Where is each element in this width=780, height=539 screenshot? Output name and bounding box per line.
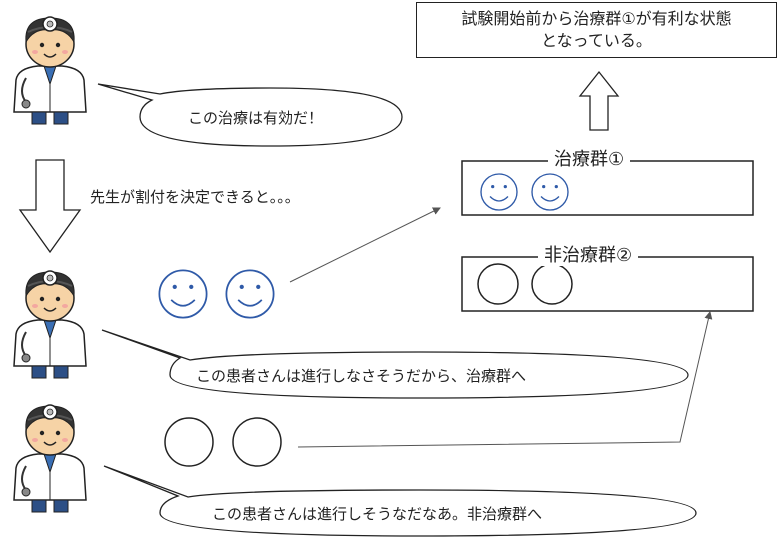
plain-circle-icon	[477, 263, 519, 305]
up-arrow-icon	[578, 70, 620, 131]
plain-circle-icon	[164, 417, 214, 467]
smiley-face-icon	[158, 269, 208, 319]
speech-text-top: この治療は有効だ！	[188, 109, 324, 127]
smiley-face-icon	[225, 269, 275, 319]
smiley-face-icon	[480, 173, 518, 211]
speech-text-bottom: この患者さんは進行しそうなだなあ。非治療群へ	[212, 505, 543, 523]
doctor-top-icon	[13, 16, 87, 125]
speech-bubble-bottom	[103, 465, 697, 537]
doctor-middle-icon	[13, 270, 87, 379]
plain-circle-icon	[232, 417, 282, 467]
control-group-box	[461, 256, 754, 312]
result-line-2: となっている。	[541, 31, 652, 50]
result-box: 試験開始前から治療群①が有利な状態 となっている。	[416, 2, 777, 58]
down-arrow-icon	[18, 159, 82, 254]
plain-circle-icon	[531, 263, 573, 305]
arrow-caption: 先生が割付を決定できると。。。	[90, 188, 300, 206]
result-line-1: 試験開始前から治療群①が有利な状態	[461, 9, 732, 28]
control-group-title: 非治療群②	[538, 246, 639, 266]
speech-bubble-middle	[101, 329, 689, 399]
speech-bubble-top	[97, 83, 403, 147]
treatment-group-title: 治療群①	[548, 150, 631, 170]
speech-text-middle: この患者さんは進行しなさそうだから、治療群へ	[196, 367, 527, 385]
allocation-arrow-control	[297, 311, 713, 448]
doctor-bottom-icon	[13, 404, 87, 513]
smiley-face-icon	[531, 173, 569, 211]
allocation-arrow-treatment	[289, 207, 441, 283]
